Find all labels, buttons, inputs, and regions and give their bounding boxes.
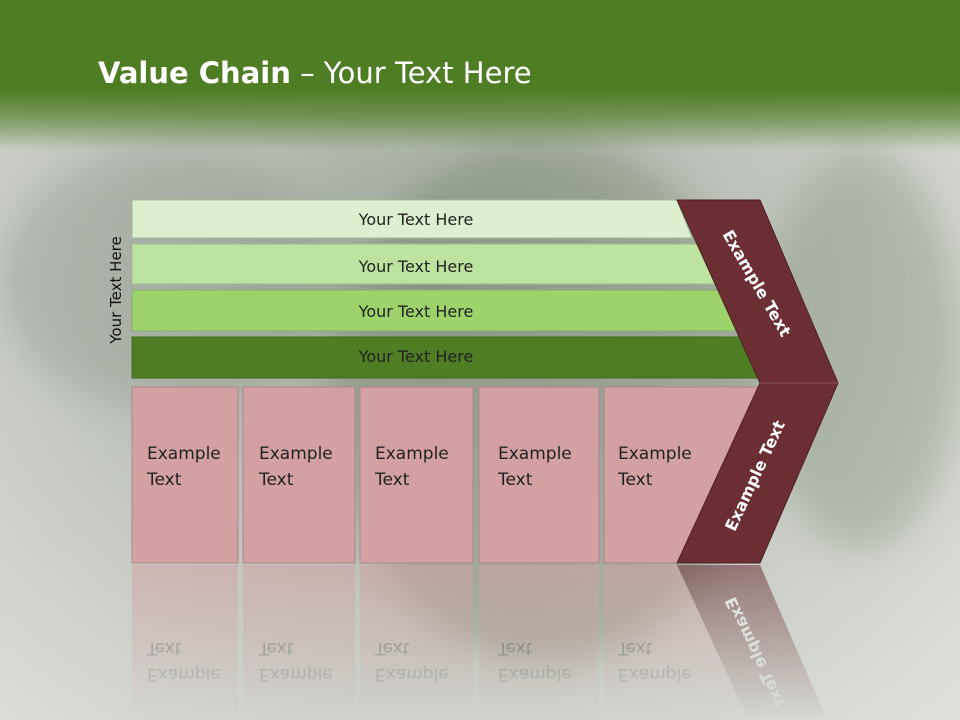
band-1-label: Your Text Here [358,210,474,229]
svg-text:Text: Text [146,638,182,658]
svg-text:Example: Example [618,664,692,684]
title-bar [0,0,960,150]
band-1 [131,199,693,239]
activity-box-1 [131,386,239,564]
activity-box-2 [242,386,356,564]
svg-text:Example: Example [375,664,449,684]
svg-text:Example: Example [498,664,572,684]
svg-text:Text: Text [497,638,533,658]
slide-title: Value Chain – Your Text Here [98,56,532,90]
box-2-line2: Text [258,470,294,490]
activity-box-4 [478,386,600,564]
box-2-line1: Example [259,444,333,464]
activity-box-3 [359,386,474,564]
band-4-label: Your Text Here [358,347,474,366]
band-3-label: Your Text Here [358,302,474,321]
box-5-line1: Example [618,444,692,464]
box-4-line1: Example [498,444,572,464]
box-1-line1: Example [147,444,221,464]
svg-text:Text: Text [617,638,653,658]
box-3-line1: Example [375,444,449,464]
svg-text:Example: Example [259,664,333,684]
slide-title-bold: Value Chain [98,56,291,90]
box-5-line2: Text [617,470,653,490]
svg-text:Text: Text [258,638,294,658]
box-4-line2: Text [497,470,533,490]
band-2-label: Your Text Here [358,257,474,276]
diagram-reflection: Example Text Example Text Example Text E… [132,565,828,720]
slide-title-rest: – Your Text Here [290,56,532,90]
box-3-line2: Text [374,470,410,490]
box-1-line2: Text [146,470,182,490]
svg-text:Example: Example [147,664,221,684]
svg-text:Text: Text [374,638,410,658]
